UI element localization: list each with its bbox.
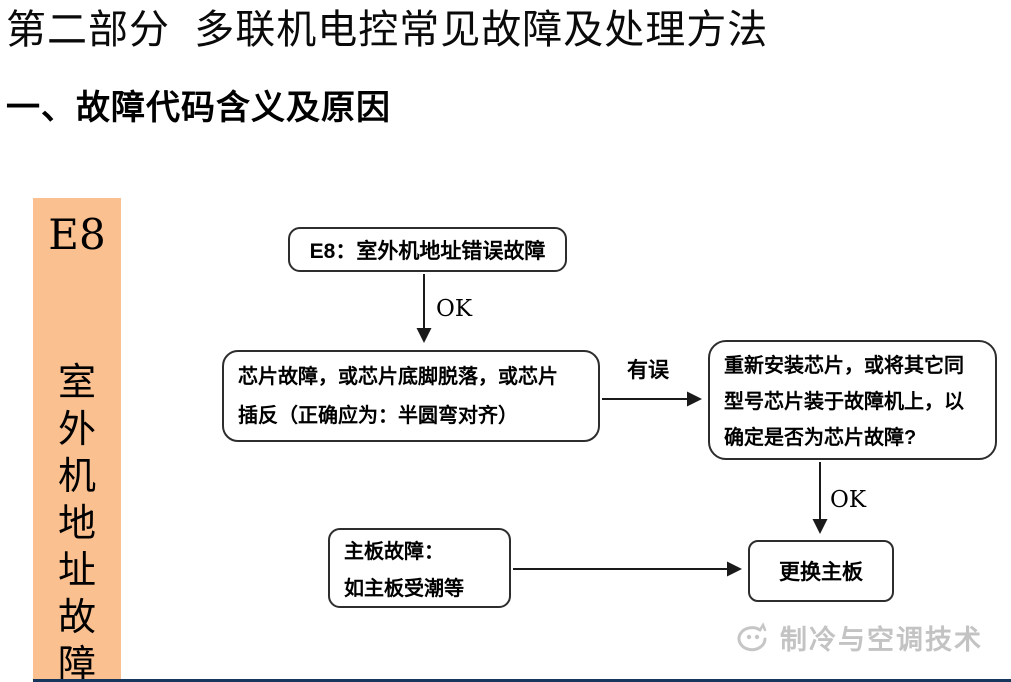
flow-box-start: E8：室外机地址错误故障 xyxy=(288,227,567,272)
flow-box-mainboard-fault: 主板故障： 如主板受潮等 xyxy=(328,528,511,608)
flow-box-replace-mainboard: 更换主板 xyxy=(748,540,894,602)
watermark-text: 制冷与空调技术 xyxy=(780,624,983,655)
fault-code-sidebar: E8 室外机地址故障 xyxy=(33,198,121,682)
flow-box-reinstall-chip: 重新安装芯片，或将其它同 型号芯片装于故障机上，以 确定是否为芯片故障? xyxy=(708,340,997,460)
section-heading: 一、故障代码含义及原因 xyxy=(6,89,391,127)
fault-code: E8 xyxy=(48,210,106,259)
page-title: 第二部分 多联机电控常见故障及处理方法 xyxy=(6,8,769,52)
cat-logo-icon xyxy=(737,622,767,652)
arrow-label-ok-2: OK xyxy=(830,487,867,513)
flow-box-start-label: E8：室外机地址错误故障 xyxy=(309,239,546,263)
flow-box-replace-label: 更换主板 xyxy=(779,561,863,584)
arrow-label-ok-1: OK xyxy=(436,296,473,322)
flow-box-chip-check: 芯片故障，或芯片底脚脱落，或芯片 插反（正确应为：半圆弯对齐） xyxy=(222,350,600,442)
watermark: 制冷与空调技术 xyxy=(732,617,983,657)
arrow-label-error: 有误 xyxy=(627,359,669,382)
bottom-accent-line xyxy=(33,679,1011,682)
fault-name-vertical: 室外机地址故障 xyxy=(57,360,96,682)
